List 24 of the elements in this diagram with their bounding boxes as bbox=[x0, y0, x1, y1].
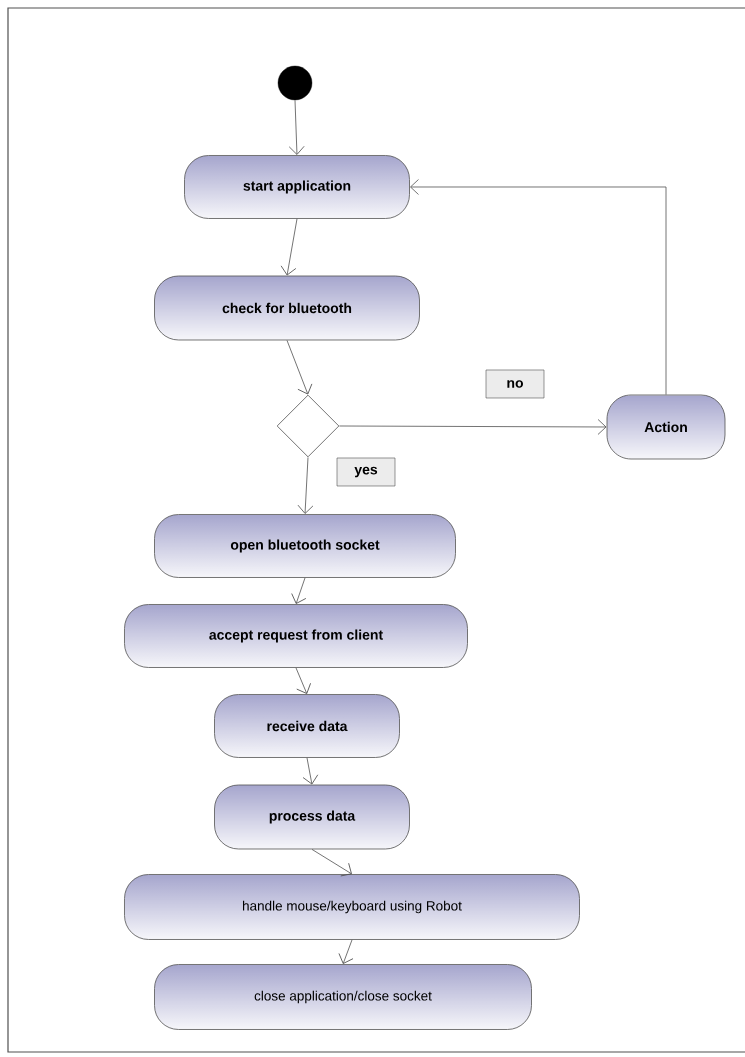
action-box: check for bluetooth bbox=[154, 275, 420, 341]
action-box: handle mouse/keyboard using Robot bbox=[124, 874, 580, 940]
action-box: start application bbox=[184, 155, 410, 219]
action-box: process data bbox=[214, 784, 410, 850]
arrow bbox=[338, 939, 354, 964]
decision-diamond bbox=[276, 394, 340, 458]
action-box: receive data bbox=[214, 694, 400, 758]
arrow bbox=[295, 667, 311, 694]
action-box: accept request from client bbox=[124, 604, 468, 668]
arrow bbox=[297, 457, 314, 514]
arrow bbox=[410, 179, 667, 395]
arrow bbox=[302, 757, 319, 785]
action-box: Action bbox=[606, 394, 726, 460]
arrow bbox=[288, 99, 305, 155]
arrow bbox=[339, 419, 607, 435]
action-box: close application/close socket bbox=[154, 964, 532, 1030]
arrow bbox=[286, 340, 313, 395]
edge-label: yes bbox=[336, 457, 396, 487]
action-box: open bluetooth socket bbox=[154, 514, 456, 578]
initial-node bbox=[277, 65, 313, 101]
edge-label: no bbox=[485, 369, 545, 399]
arrow bbox=[291, 577, 307, 604]
arrow bbox=[280, 218, 298, 276]
arrow bbox=[311, 849, 352, 877]
